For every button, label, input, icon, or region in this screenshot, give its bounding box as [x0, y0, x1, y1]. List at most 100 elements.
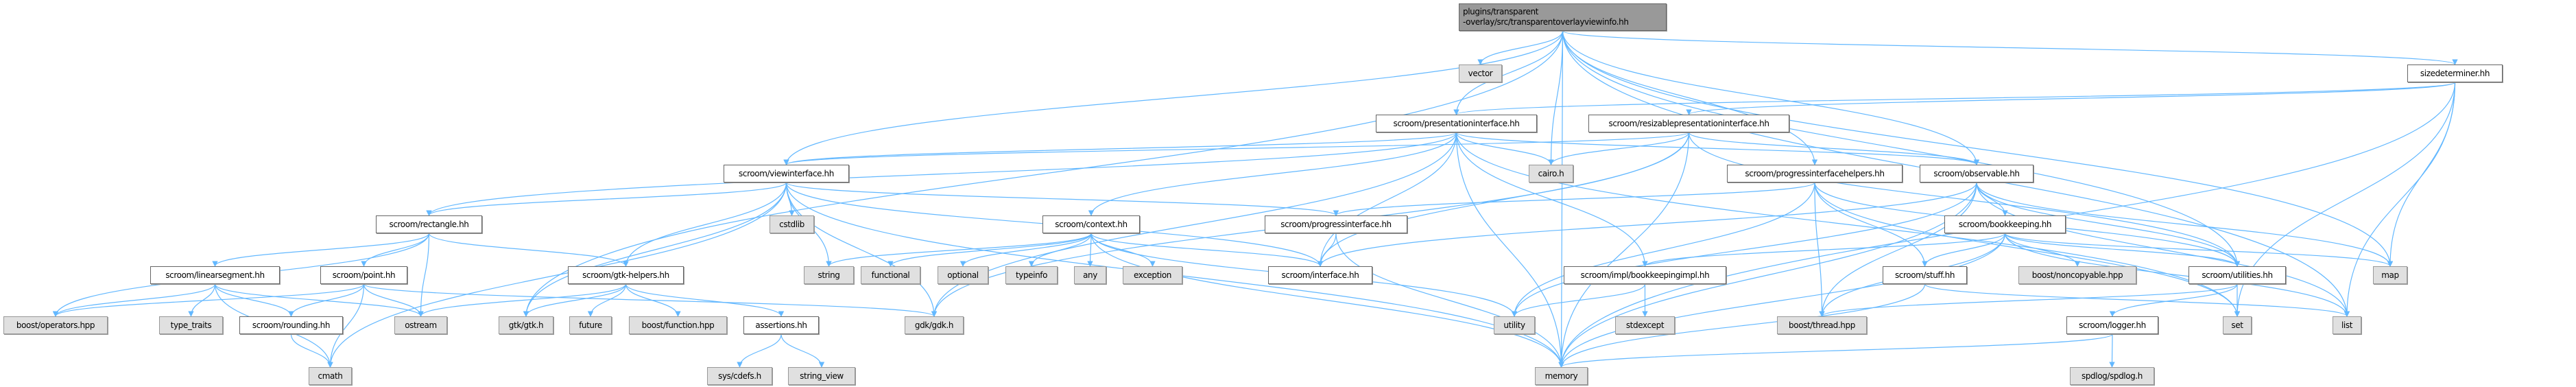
- edge-progressinterface-to-memory: [1335, 233, 1564, 368]
- node-stdexcept[interactable]: stdexcept: [1615, 316, 1675, 334]
- node-main[interactable]: plugins/transparent-overlay/src/transpar…: [1459, 3, 1667, 31]
- edge-presentationinterface-to-memory: [1455, 132, 1564, 368]
- edge-resizable-to-interface: [1317, 132, 1690, 267]
- node-context[interactable]: scroom/context.hh: [1042, 215, 1140, 233]
- node-viewinterface[interactable]: scroom/viewinterface.hh: [724, 165, 849, 183]
- node-label: scroom/resizablepresentationinterface.hh: [1608, 119, 1769, 128]
- node-functional[interactable]: functional: [861, 266, 920, 284]
- node-gtkhelpers[interactable]: scroom/gtk-helpers.hh: [568, 266, 684, 284]
- node-label: optional: [947, 270, 979, 280]
- edge-gtkhelpers-to-function: [625, 283, 681, 317]
- node-label: ostream: [405, 320, 437, 330]
- node-label: boost/function.hpp: [641, 320, 715, 330]
- node-map[interactable]: map: [2373, 266, 2407, 284]
- node-label: scroom/progressinterfacehelpers.hh: [1745, 169, 1885, 178]
- node-bookkeepingimpl[interactable]: scroom/impl/bookkeepingimpl.hh: [1564, 266, 1726, 284]
- edge-viewinterface-to-cmath: [327, 182, 787, 368]
- node-function[interactable]: boost/function.hpp: [629, 316, 727, 334]
- node-gdk[interactable]: gdk/gdk.h: [905, 316, 964, 334]
- edge-rectangle-to-ostream: [418, 233, 430, 317]
- node-utility[interactable]: utility: [1494, 316, 1535, 334]
- edge-utilities-to-thread: [1819, 283, 2238, 317]
- node-interface[interactable]: scroom/interface.hh: [1268, 266, 1372, 284]
- node-bookkeeping[interactable]: scroom/bookkeeping.hh: [1944, 215, 2066, 233]
- edge-sizedeterminer-to-list: [2344, 82, 2456, 317]
- edge-presentationinterface-to-cairo: [1455, 132, 1554, 165]
- node-assertions[interactable]: assertions.hh: [743, 316, 819, 334]
- node-utilities[interactable]: scroom/utilities.hh: [2189, 266, 2286, 284]
- node-list[interactable]: list: [2333, 316, 2361, 334]
- edge-presentationinterface-to-set: [1455, 132, 2241, 317]
- node-label: gtk/gtk.h: [508, 320, 544, 330]
- node-label: cairo.h: [1538, 169, 1564, 178]
- node-resizable[interactable]: scroom/resizablepresentationinterface.hh: [1588, 115, 1789, 132]
- node-label: vector: [1468, 69, 1493, 78]
- edge-gtkhelpers-to-assertions: [625, 283, 785, 317]
- node-exception[interactable]: exception: [1123, 266, 1182, 284]
- edge-rectangle-to-point: [361, 233, 430, 267]
- edge-resizable-to-observable: [1688, 132, 1980, 165]
- node-progressinterface[interactable]: scroom/progressinterface.hh: [1265, 215, 1407, 233]
- node-label: map: [2381, 270, 2399, 280]
- node-typeinfo[interactable]: typeinfo: [1005, 266, 1058, 284]
- node-rectangle[interactable]: scroom/rectangle.hh: [376, 215, 482, 233]
- node-cmath[interactable]: cmath: [309, 367, 352, 385]
- node-label: scroom/viewinterface.hh: [739, 169, 834, 178]
- edge-presentationinterface-to-interface: [1317, 132, 1457, 267]
- edge-context-to-string: [826, 233, 1092, 267]
- node-label: scroom/logger.hh: [2079, 320, 2146, 330]
- node-type_traits[interactable]: type_traits: [159, 316, 223, 334]
- node-vector[interactable]: vector: [1459, 64, 1502, 82]
- edge-point-to-gdk: [363, 283, 937, 317]
- node-label-line1: plugins/transparent: [1463, 7, 1538, 16]
- edge-stuff-to-list: [1924, 283, 2350, 317]
- node-label: cstdlib: [779, 220, 804, 229]
- edge-observable-to-interface: [1317, 182, 1977, 267]
- node-future[interactable]: future: [569, 316, 612, 334]
- node-point[interactable]: scroom/point.hh: [320, 266, 407, 284]
- edge-bookkeeping-to-stuff: [1922, 233, 2006, 267]
- node-label: exception: [1133, 270, 1172, 280]
- node-label: boost/thread.hpp: [1789, 320, 1855, 330]
- node-label: boost/noncopyable.hpp: [2031, 270, 2123, 280]
- node-sizedeterminer[interactable]: sizedeterminer.hh: [2407, 64, 2503, 82]
- edge-context-to-functional: [887, 233, 1092, 267]
- node-linearsegment[interactable]: scroom/linearsegment.hh: [150, 266, 280, 284]
- node-set[interactable]: set: [2223, 316, 2252, 334]
- node-operators[interactable]: boost/operators.hpp: [3, 316, 108, 334]
- node-label: scroom/point.hh: [332, 270, 396, 280]
- node-cairo[interactable]: cairo.h: [1529, 165, 1573, 183]
- node-presentationinterface[interactable]: scroom/presentationinterface.hh: [1376, 115, 1537, 132]
- edge-point-to-operators: [52, 283, 365, 317]
- node-string_view[interactable]: string_view: [788, 367, 855, 385]
- edge-main-to-vector: [1477, 30, 1564, 65]
- node-label: scroom/context.hh: [1055, 220, 1128, 229]
- node-string[interactable]: string: [804, 266, 854, 284]
- node-rounding[interactable]: scroom/rounding.hh: [239, 316, 343, 334]
- node-memory[interactable]: memory: [1535, 367, 1588, 385]
- edge-resizable-to-cairo: [1548, 132, 1690, 165]
- edge-gtkhelpers-to-gtk: [523, 283, 627, 317]
- edge-main-to-utilities: [1562, 30, 2241, 267]
- node-noncopyable[interactable]: boost/noncopyable.hpp: [2018, 266, 2136, 284]
- node-label: scroom/utilities.hh: [2202, 270, 2273, 280]
- node-spdlog[interactable]: spdlog/spdlog.h: [2070, 367, 2154, 385]
- node-gtk[interactable]: gtk/gtk.h: [499, 316, 553, 334]
- node-stuff[interactable]: scroom/stuff.hh: [1883, 266, 1967, 284]
- node-cstdlib[interactable]: cstdlib: [770, 215, 814, 233]
- node-logger[interactable]: scroom/logger.hh: [2066, 316, 2158, 334]
- edge-observable-to-map: [1976, 182, 2394, 267]
- node-thread[interactable]: boost/thread.hpp: [1777, 316, 1867, 334]
- node-label: list: [2341, 320, 2353, 330]
- node-observable[interactable]: scroom/observable.hh: [1920, 165, 2034, 183]
- node-any[interactable]: any: [1074, 266, 1106, 284]
- edge-resizable-to-memory: [1558, 132, 1690, 368]
- edge-gtkhelpers-to-ostream: [418, 283, 627, 317]
- edge-observable-to-thread: [1819, 182, 1977, 317]
- node-ostream[interactable]: ostream: [394, 316, 447, 334]
- node-pihelpers[interactable]: scroom/progressinterfacehelpers.hh: [1727, 165, 1903, 183]
- node-cdefs[interactable]: sys/cdefs.h: [707, 367, 772, 385]
- node-optional[interactable]: optional: [938, 266, 988, 284]
